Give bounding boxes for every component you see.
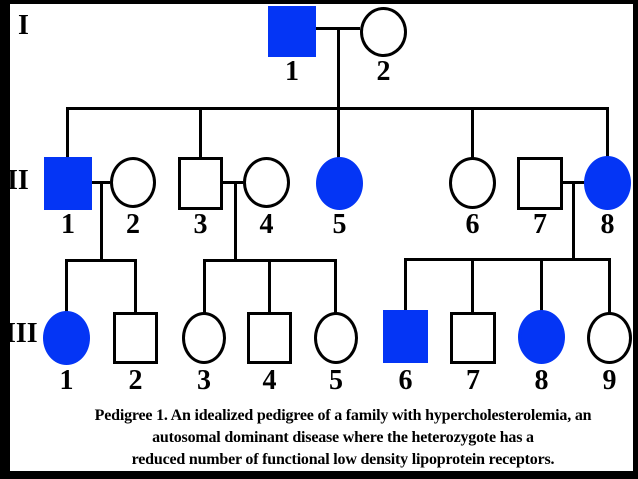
individual-label-I-1: 1 bbox=[285, 56, 299, 87]
generation-label-III: III bbox=[5, 318, 38, 349]
caption-line-3: reduced number of functional low density… bbox=[131, 451, 555, 468]
individual-label-I-2: 2 bbox=[376, 56, 391, 87]
connector-drop-III-2 bbox=[134, 259, 137, 313]
connector-descent-family-A bbox=[100, 181, 103, 262]
individual-I-2-female-unaffected bbox=[360, 7, 407, 57]
connector-drop-III-6 bbox=[404, 258, 407, 311]
connector-drop-II-1 bbox=[66, 107, 69, 158]
individual-III-5-female-unaffected bbox=[314, 312, 358, 364]
connector-drop-II-6 bbox=[471, 107, 474, 158]
individual-I-1-male-affected bbox=[268, 6, 316, 57]
connector-drop-II-8 bbox=[606, 107, 609, 157]
individual-II-5-female-affected bbox=[316, 157, 363, 210]
individual-II-3-male-unaffected bbox=[178, 157, 223, 210]
individual-III-9-female-unaffected bbox=[587, 312, 632, 364]
connector-drop-III-7 bbox=[471, 258, 474, 313]
individual-label-II-2: 2 bbox=[126, 209, 140, 240]
connector-drop-II-3 bbox=[199, 107, 202, 158]
individual-label-II-8: 8 bbox=[600, 209, 615, 240]
individual-label-III-7: 7 bbox=[466, 365, 480, 396]
individual-III-7-male-unaffected bbox=[450, 312, 496, 364]
connector-sibline-family-C bbox=[404, 258, 611, 261]
individual-label-III-6: 6 bbox=[398, 365, 413, 396]
individual-II-7-male-unaffected bbox=[517, 157, 563, 210]
generation-label-II: II bbox=[7, 165, 29, 196]
connector-drop-III-5 bbox=[334, 259, 337, 313]
individual-label-III-9: 9 bbox=[602, 365, 617, 396]
connector-sibline-family-A bbox=[65, 259, 137, 262]
individual-label-III-8: 8 bbox=[534, 365, 549, 396]
figure-caption: Pedigree 1. An idealized pedigree of a f… bbox=[43, 405, 638, 471]
individual-label-III-4: 4 bbox=[262, 365, 277, 396]
individual-II-4-female-unaffected bbox=[243, 157, 290, 208]
caption-line-1: Pedigree 1. An idealized pedigree of a f… bbox=[94, 407, 592, 424]
individual-label-III-3: 3 bbox=[197, 365, 211, 396]
connector-drop-III-8 bbox=[540, 258, 543, 311]
connector-descent-I-couple-to-II-5 bbox=[337, 27, 340, 158]
individual-II-2-female-unaffected bbox=[110, 157, 156, 208]
individual-III-6-male-affected bbox=[383, 310, 428, 363]
individual-III-3-female-unaffected bbox=[182, 312, 226, 364]
individual-label-II-7: 7 bbox=[533, 209, 547, 240]
connector-drop-III-1 bbox=[65, 259, 68, 312]
connector-marriage-II-3-II-4 bbox=[223, 181, 243, 184]
individual-label-III-5: 5 bbox=[329, 365, 343, 396]
individual-III-4-male-unaffected bbox=[247, 312, 292, 364]
individual-label-II-4: 4 bbox=[259, 209, 274, 240]
generation-label-I: I bbox=[18, 10, 29, 41]
individual-label-II-6: 6 bbox=[465, 209, 480, 240]
individual-label-II-5: 5 bbox=[332, 209, 347, 240]
connector-descent-family-C bbox=[572, 181, 575, 261]
caption-line-2: autosomal dominant disease where the het… bbox=[152, 429, 534, 446]
individual-label-II-3: 3 bbox=[193, 209, 208, 240]
individual-label-III-2: 2 bbox=[128, 365, 143, 396]
individual-III-1-female-affected bbox=[43, 311, 90, 365]
connector-sibline-generation-II bbox=[66, 107, 609, 110]
pedigree-canvas bbox=[10, 4, 633, 471]
individual-II-6-female-unaffected bbox=[449, 157, 496, 209]
connector-drop-III-9 bbox=[608, 258, 611, 313]
individual-label-III-1: 1 bbox=[59, 365, 74, 396]
connector-descent-family-B bbox=[234, 181, 237, 262]
individual-II-8-female-affected bbox=[584, 156, 631, 210]
individual-II-1-male-affected bbox=[44, 157, 92, 210]
individual-III-8-female-affected bbox=[518, 310, 565, 364]
individual-III-2-male-unaffected bbox=[113, 312, 158, 364]
connector-drop-III-4 bbox=[268, 259, 271, 313]
individual-label-II-1: 1 bbox=[61, 209, 75, 240]
connector-drop-III-3 bbox=[203, 259, 206, 313]
